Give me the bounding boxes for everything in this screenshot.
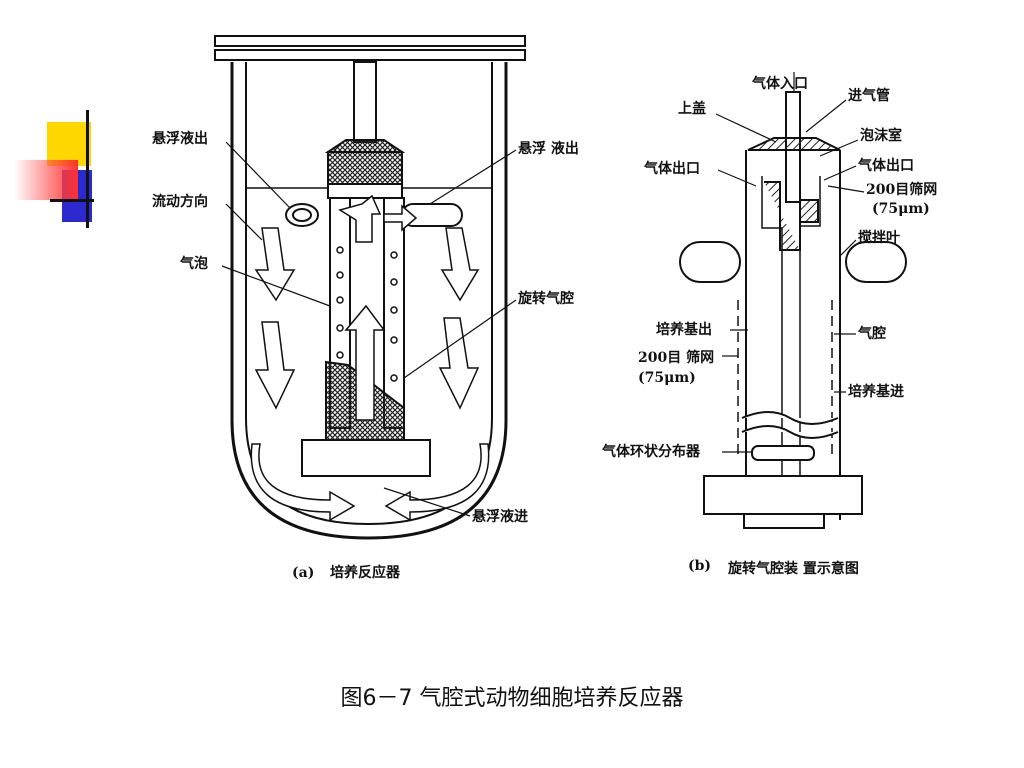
- label-mesh-top-2: (75μm): [872, 201, 930, 217]
- label-bubble: 气泡: [179, 255, 208, 272]
- label-gas-outlet-left: 气体出口: [643, 160, 700, 177]
- label-mesh-left-2: (75μm): [638, 370, 696, 386]
- deco-yellow-square: [47, 122, 91, 166]
- label-inlet-pipe: 进气管: [848, 87, 890, 104]
- reactor-a: [214, 35, 526, 540]
- leader-lines-a: [221, 141, 517, 517]
- deco-horizontal-line: [50, 199, 94, 202]
- caption-b-title: 旋转气腔装 置示意图: [727, 560, 859, 577]
- label-foam-chamber: 泡沫室: [860, 127, 902, 144]
- slide-caption: 图6－7 气腔式动物细胞培养反应器: [340, 686, 684, 711]
- label-medium-out: 培养基出: [656, 321, 712, 338]
- caption-a-prefix: (a): [292, 565, 314, 581]
- label-suspension-in: 悬浮液进: [471, 508, 528, 525]
- label-suspension-out-right: 悬浮 液出: [517, 140, 579, 157]
- deco-vertical-line: [86, 110, 89, 228]
- deco-red-gradient: [14, 160, 78, 200]
- label-gas-inlet: 气体入口: [751, 75, 808, 92]
- caption-b-prefix: (b): [688, 558, 711, 574]
- label-gas-outlet-right: 气体出口: [857, 157, 914, 174]
- rotor-b: [679, 91, 907, 529]
- label-ring-distributor: 气体环状分布器: [601, 443, 701, 460]
- bubbles: [336, 246, 398, 382]
- label-cavity: 气腔: [857, 325, 886, 342]
- caption-a-title: 培养反应器: [330, 564, 401, 581]
- label-top-cover: 上盖: [678, 100, 706, 117]
- leader-lines-b: [715, 72, 865, 453]
- labels-a: 悬浮液出 流动方向 气泡 悬浮 液出 旋转气腔 悬浮液进 (a) 培养反应器: [151, 130, 579, 581]
- labels-b: 气体入口 进气管 上盖 泡沫室 气体出口 气体出口 200目筛网 (75μm) …: [601, 75, 937, 577]
- label-flow-direction: 流动方向: [152, 193, 208, 210]
- flow-arrows: [250, 194, 490, 522]
- label-suspension-out-left: 悬浮液出: [151, 130, 208, 147]
- label-mesh-top-1: 200目筛网: [866, 181, 937, 198]
- label-rotating-cavity: 旋转气腔: [517, 290, 574, 307]
- label-impeller: 搅拌叶: [858, 229, 900, 246]
- label-medium-in: 培养基进: [848, 383, 904, 400]
- label-mesh-left-1: 200目 筛网: [638, 349, 714, 366]
